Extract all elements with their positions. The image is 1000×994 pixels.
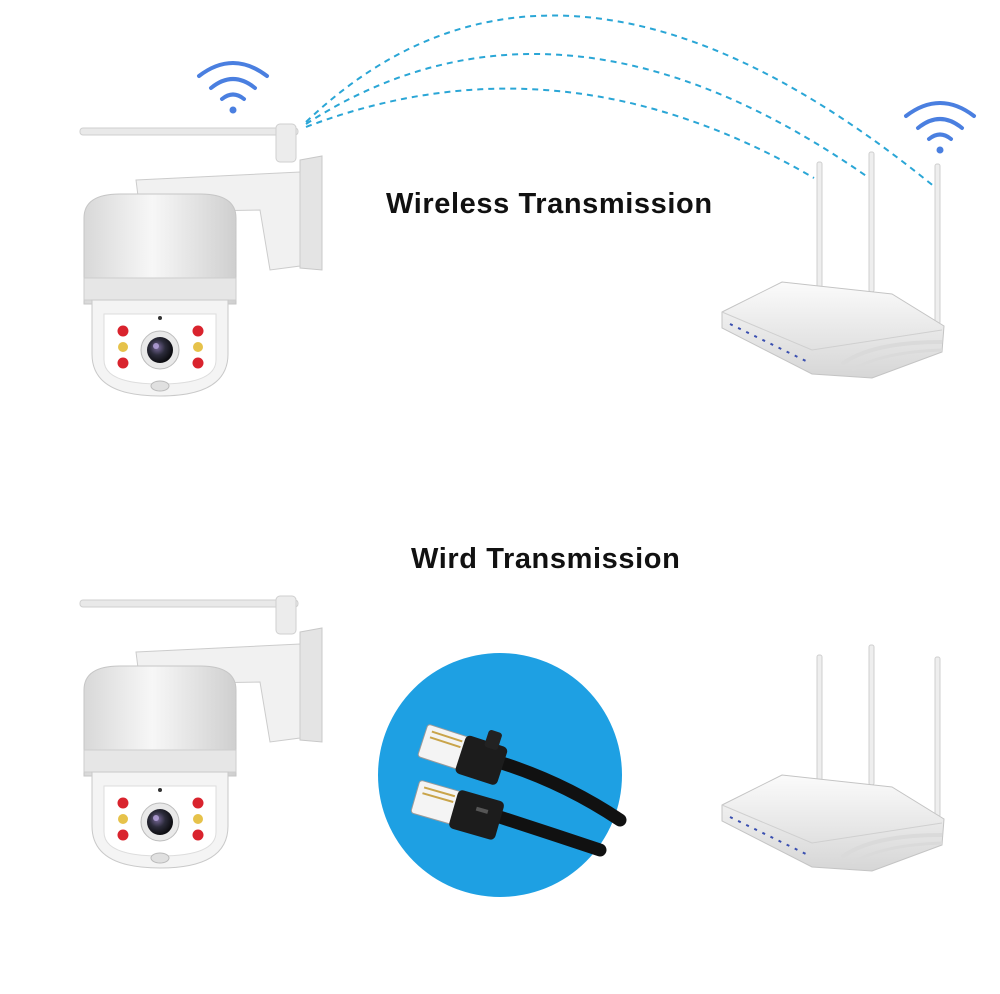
router-icon — [720, 643, 946, 873]
wireless-transmission-title: Wireless Transmission — [386, 188, 713, 220]
camera-icon — [79, 595, 323, 869]
router-icon — [720, 150, 946, 380]
ethernet-cable-icon — [378, 653, 627, 897]
wifi-icon — [904, 101, 976, 156]
wireless-signal-arcs — [305, 14, 937, 189]
camera-icon — [79, 123, 323, 397]
wired-transmission-title: Wird Transmission — [411, 543, 681, 575]
wifi-icon — [197, 61, 269, 116]
